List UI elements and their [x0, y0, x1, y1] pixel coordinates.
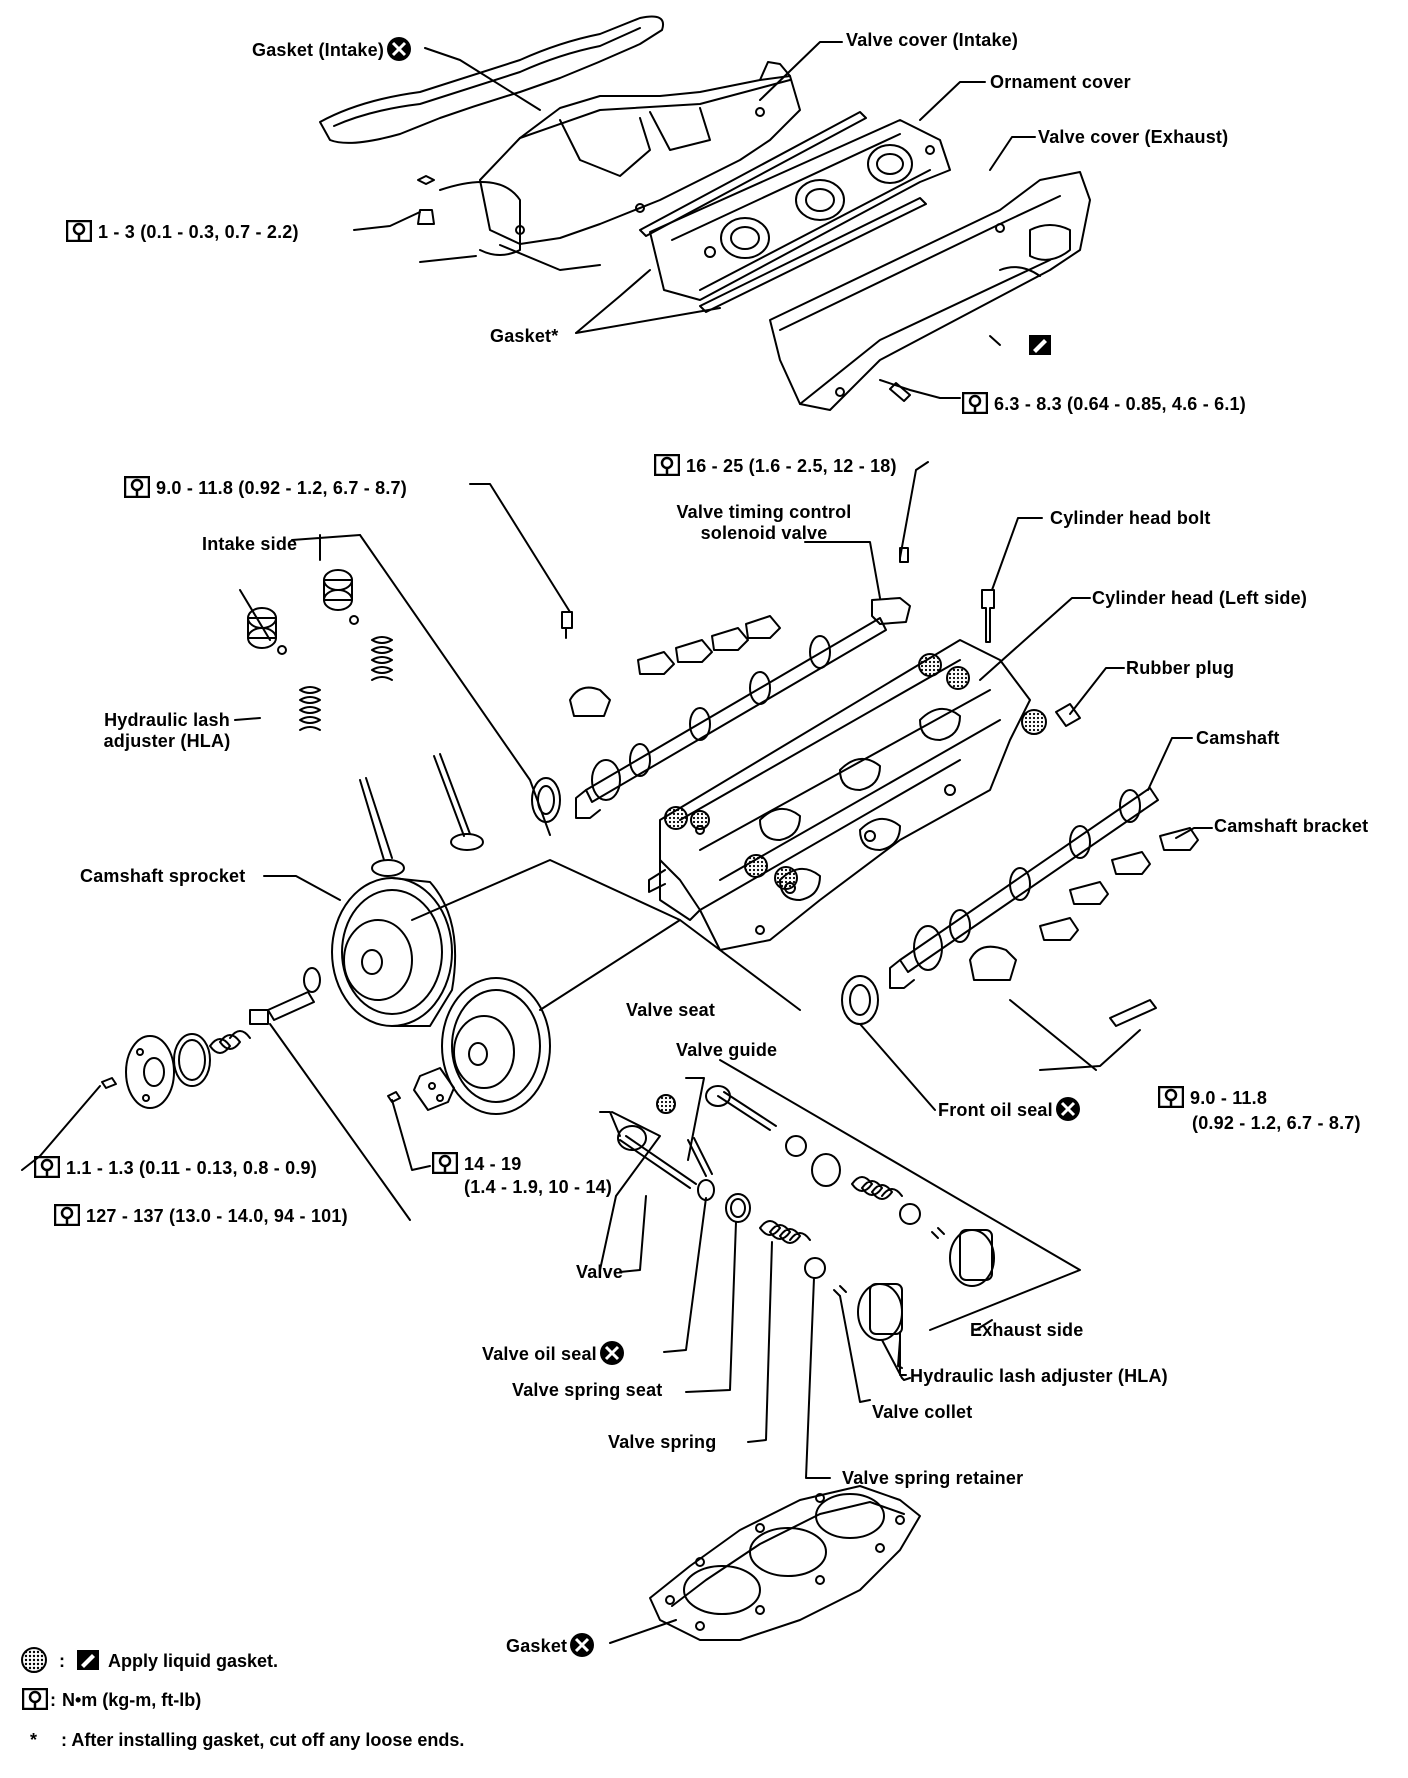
liquid-gasket-dot-icon — [21, 1647, 47, 1673]
label-camshaft-bracket: Camshaft bracket — [1214, 816, 1369, 836]
torque-callout-1-3: 1 - 3 (0.1 - 0.3, 0.7 - 2.2) — [66, 220, 299, 243]
label-valve-cover-intake: Valve cover (Intake) — [846, 30, 1019, 50]
exhaust-valve-cover-shape — [769, 171, 1091, 411]
head-gasket-shape — [649, 1485, 921, 1641]
liquid-gasket-marker-icon — [1029, 335, 1051, 355]
label-gasket-star: Gasket* — [490, 326, 559, 346]
replace-part-icon — [570, 1633, 595, 1657]
intake-camshaft-shape — [575, 617, 887, 819]
label-valve-spring: Valve spring — [608, 1432, 717, 1452]
torque-wrench-icon — [22, 1688, 48, 1710]
torque-callout-14-19: 14 - 19 (1.4 - 1.9, 10 - 14) — [432, 1152, 612, 1198]
replace-part-icon — [1055, 1097, 1080, 1121]
label-camshaft: Camshaft — [1196, 728, 1280, 748]
label-exhaust-side: Exhaust side — [970, 1320, 1084, 1340]
legend-liquid-gasket: : Apply liquid gasket. — [20, 1646, 278, 1674]
torque-wrench-icon — [1158, 1086, 1184, 1108]
label-valve-seat: Valve seat — [626, 1000, 716, 1020]
label-hla-right: Hydraulic lash adjuster (HLA) — [910, 1366, 1168, 1386]
torque-wrench-icon — [54, 1204, 80, 1226]
label-cylinder-head-bolt: Cylinder head bolt — [1050, 508, 1211, 528]
intake-valve-cover-shape — [439, 61, 801, 271]
label-hla-left: Hydraulic lash adjuster (HLA) — [103, 710, 231, 751]
replace-part-icon — [387, 37, 412, 61]
cylinder-head-shape — [648, 639, 1031, 951]
label-ornament-cover: Ornament cover — [990, 72, 1131, 92]
label-vtc-solenoid-valve: Valve timing control solenoid valve — [676, 502, 852, 543]
label-valve-collet: Valve collet — [872, 1402, 973, 1422]
label-camshaft-sprocket: Camshaft sprocket — [80, 866, 246, 886]
torque-wrench-icon — [124, 476, 150, 498]
torque-wrench-icon — [66, 220, 92, 242]
legend-note: *: After installing gasket, cut off any … — [30, 1730, 465, 1750]
torque-callout-9-0-lower: 9.0 - 11.8 (0.92 - 1.2, 6.7 - 8.7) — [1158, 1086, 1361, 1134]
label-intake-side: Intake side — [202, 534, 298, 554]
torque-callout-6-3: 6.3 - 8.3 (0.64 - 0.85, 4.6 - 6.1) — [962, 392, 1246, 415]
torque-wrench-icon — [34, 1156, 60, 1178]
label-valve-guide: Valve guide — [676, 1040, 778, 1060]
label-valve-spring-seat: Valve spring seat — [512, 1380, 663, 1400]
intake-gasket-shape — [319, 15, 664, 144]
label-valve-cover-exhaust: Valve cover (Exhaust) — [1038, 127, 1229, 147]
label-front-oil-seal: Front oil seal — [938, 1096, 1081, 1122]
replace-part-icon — [599, 1341, 624, 1365]
torque-wrench-icon — [432, 1152, 458, 1174]
torque-callout-127: 127 - 137 (13.0 - 14.0, 94 - 101) — [54, 1204, 348, 1227]
camshaft-sprocket-intake-shape — [331, 877, 457, 1027]
torque-wrench-icon — [962, 392, 988, 414]
label-rubber-plug: Rubber plug — [1126, 658, 1235, 678]
label-gasket-intake: Gasket (Intake) — [252, 36, 412, 62]
label-cylinder-head-left: Cylinder head (Left side) — [1092, 588, 1308, 608]
label-valve-oil-seal: Valve oil seal — [482, 1340, 625, 1366]
ornament-cover-shape — [649, 119, 951, 301]
exhaust-camshaft-shape — [889, 787, 1159, 989]
liquid-gasket-marker-icon — [77, 1650, 100, 1670]
label-gasket-bottom: Gasket — [506, 1632, 595, 1658]
camshaft-sprocket-exhaust-shape — [441, 977, 551, 1115]
legend-torque-unit: :N•m (kg-m, ft-lb) — [22, 1688, 201, 1711]
valve-left-shape — [619, 1135, 697, 1189]
label-valve: Valve — [576, 1262, 624, 1282]
torque-callout-9-0-upper: 9.0 - 11.8 (0.92 - 1.2, 6.7 - 8.7) — [124, 476, 407, 499]
torque-wrench-icon — [654, 454, 680, 476]
label-valve-spring-retainer: Valve spring retainer — [842, 1468, 1024, 1488]
torque-callout-16-25: 16 - 25 (1.6 - 2.5, 12 - 18) — [654, 454, 897, 477]
vtc-solenoid-shape — [871, 597, 911, 625]
torque-callout-1-1: 1.1 - 1.3 (0.11 - 0.13, 0.8 - 0.9) — [34, 1156, 317, 1179]
